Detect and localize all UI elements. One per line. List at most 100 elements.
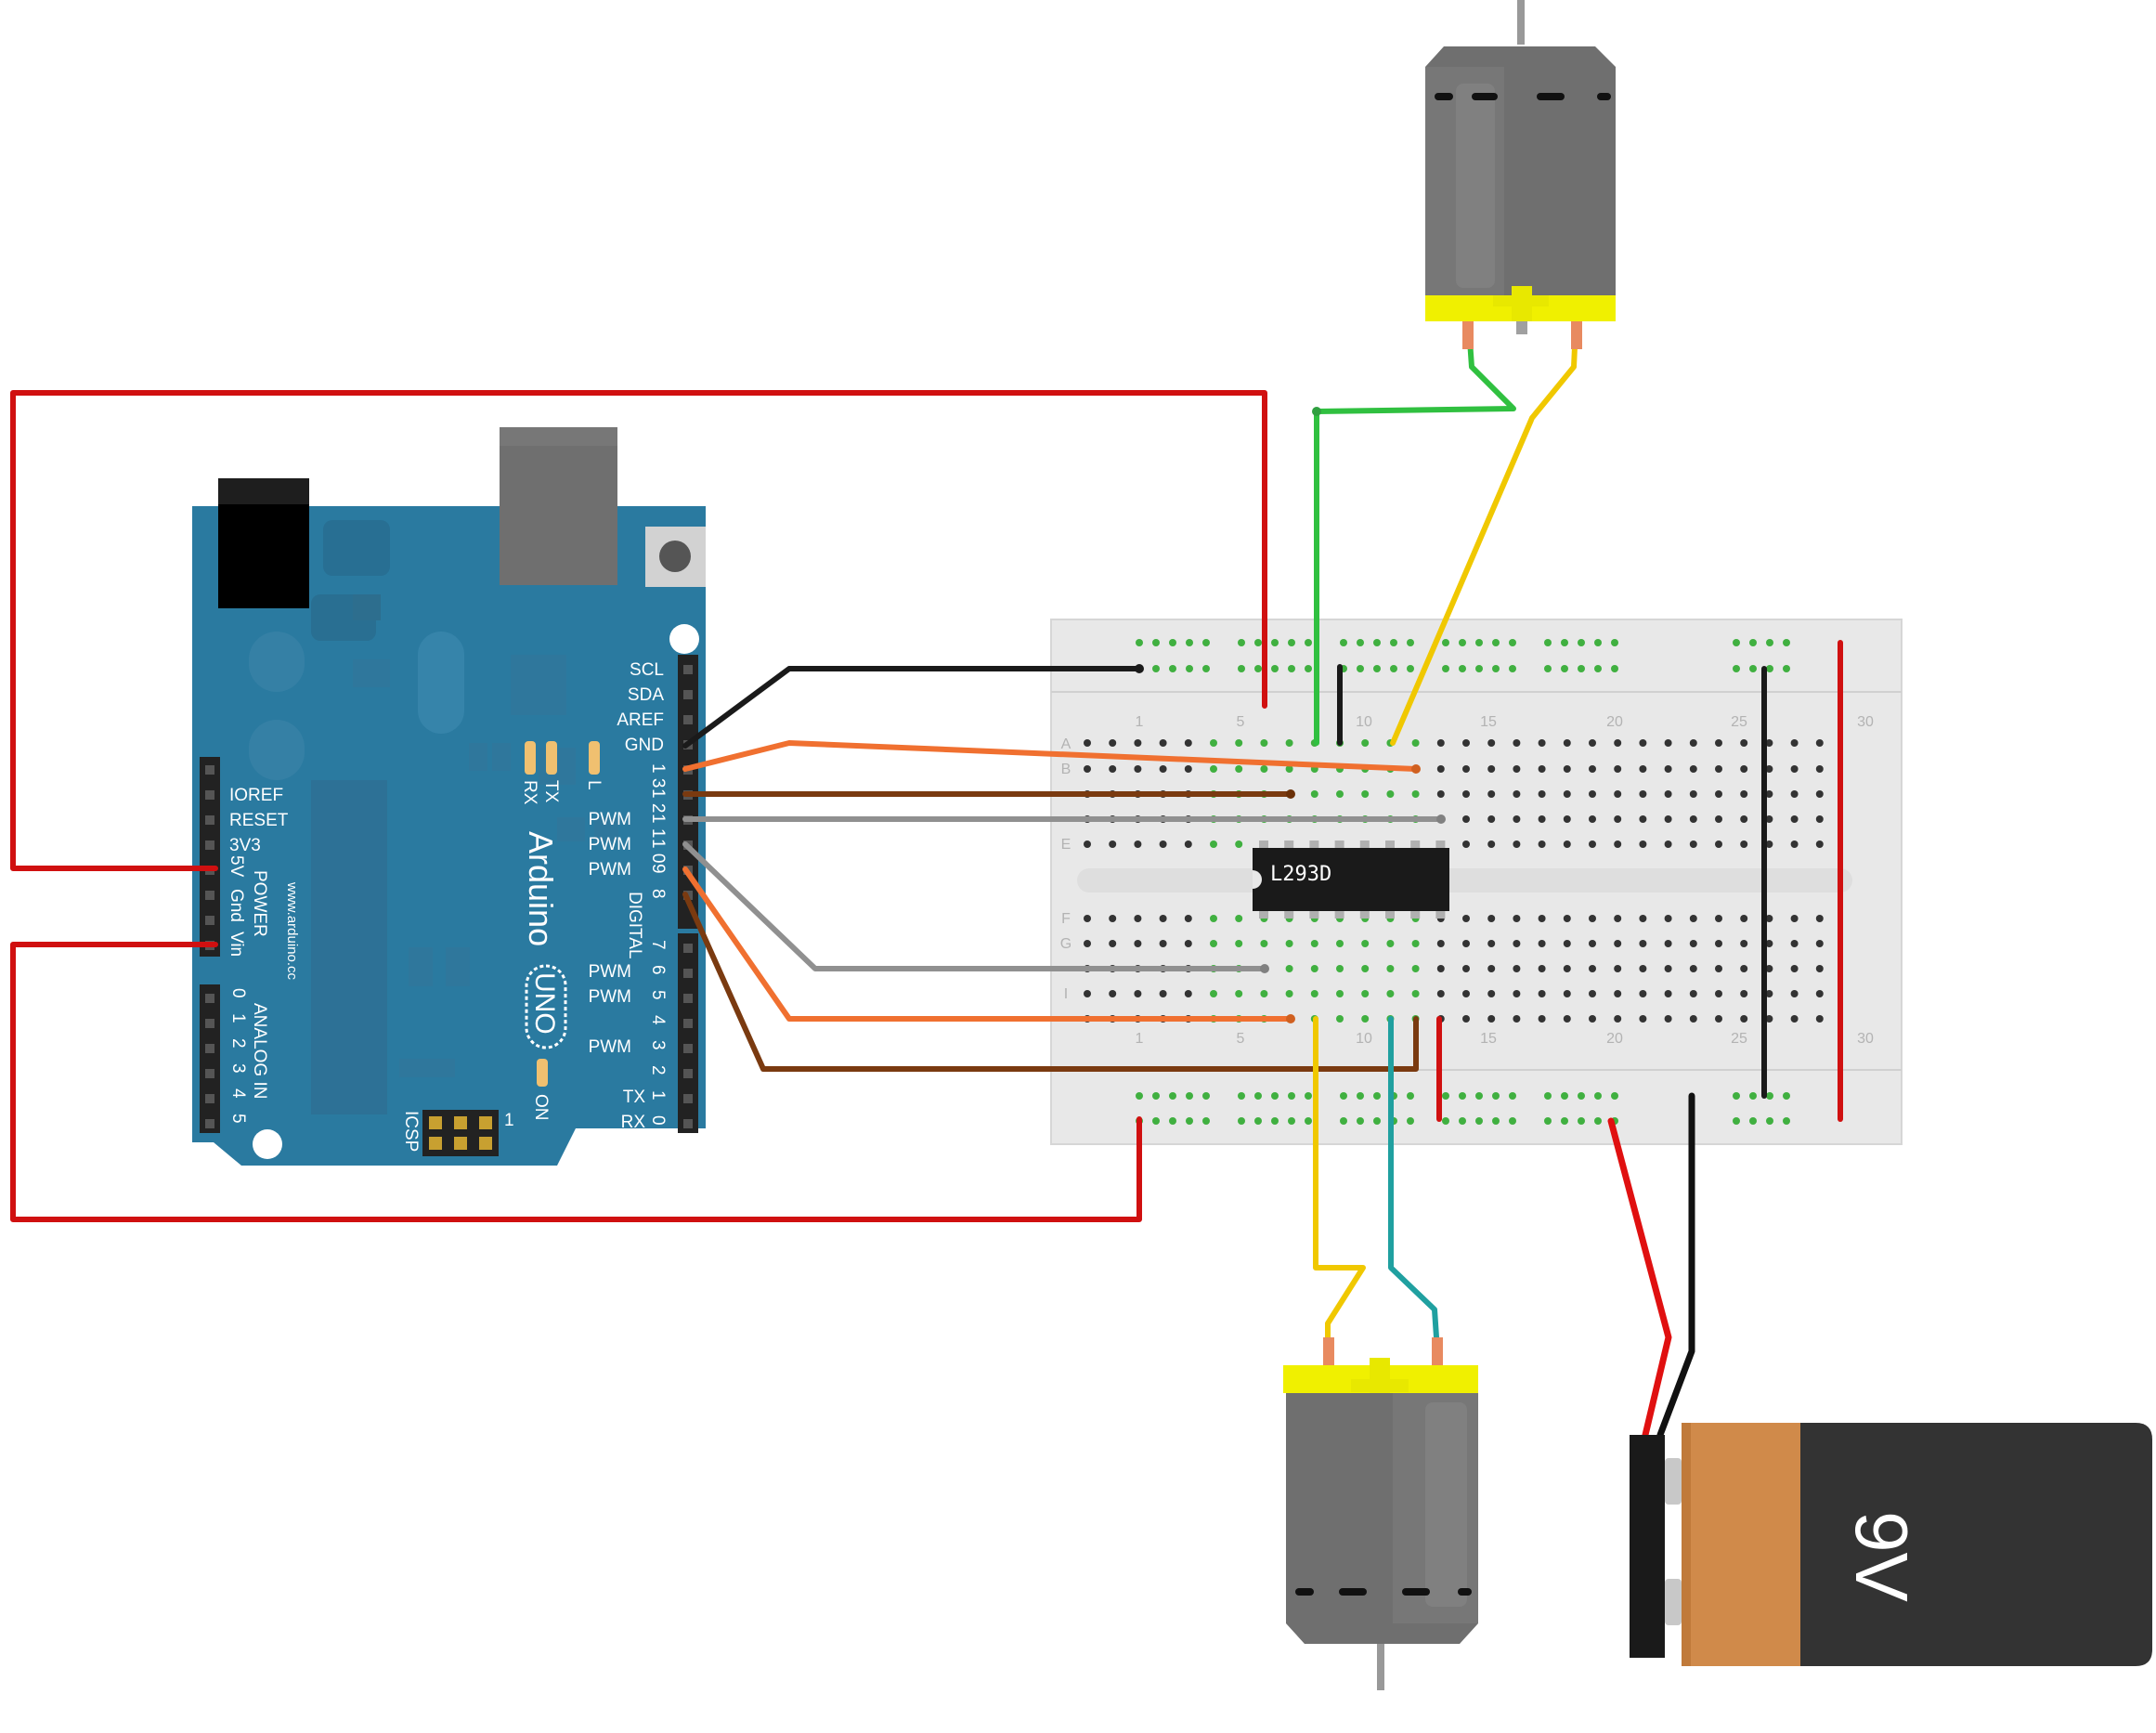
breadboard-hole (1614, 940, 1622, 947)
breadboard-hole (1184, 765, 1192, 773)
rail-hole (1186, 1117, 1193, 1125)
rail-hole (1459, 665, 1466, 672)
breadboard-hole (1614, 915, 1622, 922)
breadboard-hole (1487, 940, 1496, 947)
breadboard-hole (1210, 915, 1217, 922)
rail-hole (1271, 1092, 1279, 1100)
breadboard-hole (1210, 765, 1217, 773)
breadboard-hole (1462, 739, 1470, 747)
digital-pin-number: 6 (648, 965, 668, 975)
breadboard-hole (1538, 915, 1546, 922)
breadboard-hole (1260, 765, 1268, 773)
battery-clip (1630, 1435, 1665, 1658)
breadboard-hole (1109, 940, 1117, 947)
breadboard-hole (1765, 940, 1773, 947)
analog-pin-number: 2 (228, 1038, 248, 1049)
breadboard-hole (1513, 965, 1521, 972)
breadboard-hole (1563, 990, 1571, 997)
rail-hole (1407, 1092, 1414, 1100)
breadboard-hole (1361, 790, 1370, 798)
breadboard-hole (1487, 990, 1496, 997)
rail-hole (1202, 1092, 1210, 1100)
wire-brown-8 (682, 892, 1419, 1072)
rail-hole (1561, 665, 1568, 672)
rail-hole (1459, 639, 1466, 646)
rail-hole (1373, 1092, 1381, 1100)
rail-hole (1152, 665, 1160, 672)
breadboard-hole (1689, 915, 1697, 922)
breadboard-hole (1740, 990, 1748, 997)
bb-row-letter: G (1060, 936, 1072, 952)
rail-hole (1733, 1117, 1740, 1125)
battery-body (1800, 1423, 2152, 1666)
power-label-5v: 5V (227, 855, 246, 878)
wire-black-gnd (682, 666, 1142, 749)
digital-pin-number: 4 (648, 1015, 668, 1025)
breadboard-hole (1210, 739, 1217, 747)
breadboard-hole (1538, 965, 1546, 972)
breadboard-hole (1664, 840, 1672, 848)
rail-hole (1749, 1092, 1757, 1100)
breadboard-hole (1790, 815, 1799, 823)
rail-hole (1305, 639, 1312, 646)
bottom-dc-motor (1283, 1337, 1478, 1690)
breadboard-hole (1639, 940, 1647, 947)
breadboard-hole (1639, 739, 1647, 747)
breadboard-hole (1664, 790, 1672, 798)
breadboard-hole (1462, 1015, 1470, 1023)
bb-col-number-top: 20 (1606, 714, 1623, 730)
rail-hole (1238, 665, 1245, 672)
rail-hole (1475, 665, 1483, 672)
breadboard-hole (1740, 765, 1748, 773)
rail-hole (1373, 665, 1381, 672)
breadboard-hole (1589, 990, 1596, 997)
rail-hole (1373, 1117, 1381, 1125)
breadboard-hole (1563, 840, 1571, 848)
rail-hole (1561, 1092, 1568, 1100)
breadboard-hole (1109, 739, 1117, 747)
breadboard-hole (1538, 840, 1546, 848)
breadboard-hole (1487, 739, 1496, 747)
breadboard-hole (1589, 965, 1596, 972)
breadboard-hole (1134, 840, 1142, 848)
header-pin (683, 944, 693, 953)
breadboard-hole (1336, 790, 1344, 798)
breadboard-hole (1740, 940, 1748, 947)
breadboard-hole (1134, 940, 1142, 947)
breadboard-hole (1815, 990, 1824, 997)
breadboard-hole (1589, 940, 1596, 947)
digital-pin-number: 1 3 (648, 763, 668, 788)
breadboard-hole (1815, 815, 1824, 823)
breadboard-hole (1310, 990, 1318, 997)
chip-pin (1410, 911, 1421, 919)
bb-col-number-bottom: 10 (1356, 1031, 1372, 1047)
wire-green-top-motor (1314, 324, 1516, 746)
breadboard-hole (1689, 739, 1697, 747)
chip-pin (1284, 911, 1294, 919)
pwm-label-10: PWM (589, 835, 631, 854)
breadboard-hole (1538, 765, 1546, 773)
rail-hole (1492, 639, 1500, 646)
l-led (589, 741, 600, 775)
battery-label: 9V (1840, 1511, 1923, 1602)
rail-hole (1305, 1092, 1312, 1100)
breadboard-hole (1563, 915, 1571, 922)
rail-hole (1509, 1117, 1516, 1125)
breadboard-hole (1159, 765, 1167, 773)
breadboard-hole (1563, 940, 1571, 947)
breadboard-hole (1815, 915, 1824, 922)
rail-hole (1238, 639, 1245, 646)
rail-hole (1578, 1117, 1585, 1125)
digital-pin-number: 1 2 (648, 788, 668, 813)
icsp-label: ICSP (401, 1111, 421, 1152)
rail-hole (1357, 639, 1364, 646)
breadboard-hole (1563, 965, 1571, 972)
breadboard-hole (1386, 965, 1395, 972)
breadboard-hole (1462, 815, 1470, 823)
breadboard-hole (1285, 965, 1293, 972)
breadboard-hole (1336, 965, 1344, 972)
breadboard-hole (1109, 840, 1117, 848)
breadboard-hole (1815, 965, 1824, 972)
breadboard-hole (1664, 765, 1672, 773)
breadboard-hole (1790, 739, 1799, 747)
